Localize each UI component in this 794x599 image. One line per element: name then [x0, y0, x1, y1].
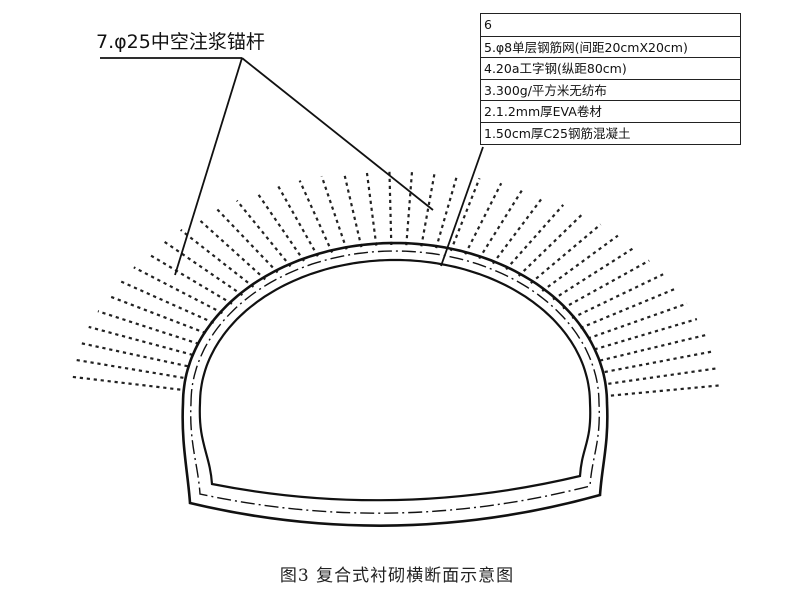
- waterproof-dashdot-line: [190, 250, 600, 514]
- anchor-bolt-line: [552, 246, 635, 301]
- anchor-bolt-line: [449, 177, 481, 252]
- legend-row: 4.20a工字钢(纵距80cm): [481, 57, 740, 79]
- anchor-bolt-line: [97, 310, 200, 345]
- legend-row: 3.300g/平方米无纺布: [481, 78, 740, 101]
- anchor-bolts: [69, 169, 722, 397]
- anchor-bolt-line: [163, 240, 244, 297]
- anchor-bolt-line: [197, 218, 266, 281]
- anchor-bolt-line: [464, 182, 503, 255]
- anchor-bolt-line: [405, 170, 414, 246]
- legend-row: 2.1.2mm厚EVA卷材: [481, 100, 740, 122]
- figure-caption: 图3 复合式衬砌横断面示意图: [279, 566, 515, 586]
- anchor-bolt-line: [505, 204, 565, 271]
- anchor-bolt-line: [365, 170, 378, 246]
- legend-row: 6: [484, 17, 492, 32]
- inner-lining-line: [198, 258, 592, 502]
- anchor-bolt-line: [571, 273, 664, 319]
- anchor-bolt-line: [420, 171, 436, 247]
- anchor-bolt-line: [530, 223, 602, 284]
- anchor-bolt-line: [216, 208, 279, 274]
- anchor-bolt-line: [180, 229, 255, 288]
- anchor-bolt-line: [492, 195, 545, 265]
- anchor-bolt-line: [147, 253, 233, 305]
- anchor-bolt-line: [610, 384, 722, 397]
- anchor-bolt-line: [320, 175, 348, 250]
- anchor-bolt-line: [256, 192, 305, 262]
- anchor-bolt-line: [594, 318, 698, 351]
- anchor-bolt-line: [580, 287, 677, 330]
- anchor-bolt-line: [133, 266, 223, 315]
- anchor-bolt-line: [88, 325, 193, 356]
- anchor-bolt-line: [108, 294, 207, 335]
- lining-layers: [181, 241, 609, 527]
- anchor-bolt-line: [236, 199, 292, 268]
- anchor-bolt-line: [587, 302, 688, 340]
- anchor-bolt-line: [120, 280, 215, 324]
- anchor-bolt-line: [343, 172, 363, 248]
- anchor-bolt-line: [298, 180, 334, 253]
- anchor-bolt-line: [608, 367, 718, 385]
- legend-row: 1.50cm厚C25钢筋混凝土: [481, 121, 740, 144]
- layer-legend: 6 5.φ8单层钢筋网(间距20cmX20cm) 4.20a工字钢(纵距80cm…: [480, 13, 741, 145]
- legend-row: 5.φ8单层钢筋网(间距20cmX20cm): [481, 35, 740, 58]
- bolt-leader-left: [174, 57, 243, 276]
- anchor-bolt-line: [74, 358, 184, 379]
- anchor-bolt-line: [604, 350, 713, 374]
- anchor-bolt-line: [80, 342, 188, 368]
- anchor-bolt-line: [435, 174, 459, 249]
- legend-leader: [440, 146, 484, 267]
- anchor-bolt-line: [388, 169, 393, 246]
- anchor-bolt-line: [517, 213, 584, 277]
- bolt-leader-right: [241, 57, 434, 211]
- anchor-bolt-line: [562, 259, 650, 310]
- anchor-bolt-line: [69, 375, 181, 391]
- leader-lines: [100, 57, 484, 276]
- anchor-bolt-line: [478, 188, 524, 260]
- anchor-bolt-line: [277, 185, 319, 257]
- anchor-bolt-label: 7.φ25中空注浆锚杆: [96, 31, 265, 53]
- outer-lining-line: [181, 241, 609, 527]
- anchor-bolt-line: [541, 234, 619, 292]
